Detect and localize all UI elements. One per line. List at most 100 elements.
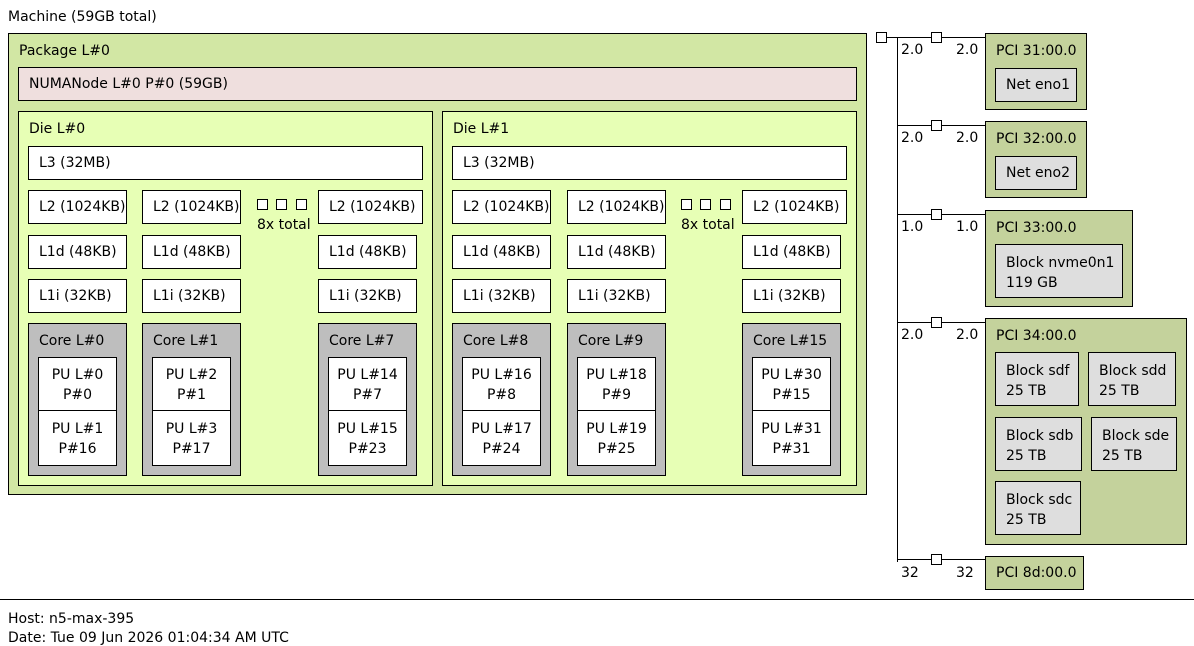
l1i-label: L1i (32KB) [153,288,226,304]
l1i-label: L1i (32KB) [753,288,826,304]
more-indicator-icon [276,199,287,210]
l1i-cache: L1i (32KB) [318,279,417,313]
core-label: Core L#9 [578,333,644,349]
l3-label: L3 (32MB) [39,155,111,171]
l1d-label: L1d (48KB) [463,244,541,260]
os-device-label: Block sdc [1006,492,1073,508]
l1d-cache: L1d (48KB) [452,235,551,269]
l2-cache: L2 (1024KB) [28,190,127,224]
link-speed: 1.0 [956,219,979,235]
pu-label: PU L#14 [337,367,398,383]
os-device-size: 119 GB [1006,275,1058,291]
pci-device: PCI 8d:00.0 [985,556,1084,590]
l1d-label: L1d (48KB) [753,244,831,260]
pu-physical: P#23 [348,441,387,457]
pu-label: PU L#30 [761,367,822,383]
link-speed: 2.0 [901,130,924,146]
os-device-label: Block sdf [1006,363,1070,379]
link-speed: 2.0 [956,327,979,343]
pu-physical: P#1 [176,387,207,403]
machine-label: Machine (59GB total) [8,9,157,25]
l2-cache: L2 (1024KB) [742,190,847,224]
pu-label: PU L#15 [337,421,398,437]
die-label: Die L#0 [29,121,86,137]
more-indicator-icon [720,199,731,210]
os-device: Block sdf 25 TB [995,352,1079,406]
os-device: Net eno1 [995,68,1077,102]
pci-label: PCI 32:00.0 [996,131,1077,147]
package-label: Package L#0 [19,43,110,59]
link-speed: 32 [901,565,919,581]
l1d-cache: L1d (48KB) [318,235,417,269]
l2-label: L2 (1024KB) [578,199,665,215]
l1i-cache: L1i (32KB) [742,279,841,313]
pu-physical: P#25 [597,441,636,457]
pu-label: PU L#3 [165,421,218,437]
link-speed: 1.0 [901,219,924,235]
l1i-cache: L1i (32KB) [567,279,666,313]
more-indicator-icon [296,199,307,210]
pu-label: PU L#19 [586,421,647,437]
pu-physical: P#15 [772,387,811,403]
os-device-label: Net eno1 [1006,77,1070,93]
l1d-label: L1d (48KB) [578,244,656,260]
core-label: Core L#8 [463,333,529,349]
bridge-icon [931,554,942,565]
l1d-cache: L1d (48KB) [567,235,666,269]
l2-label: L2 (1024KB) [153,199,240,215]
l1d-cache: L1d (48KB) [142,235,241,269]
l2-cache: L2 (1024KB) [452,190,551,224]
pu-label: PU L#1 [51,421,104,437]
l2-label: L2 (1024KB) [329,199,416,215]
l1i-label: L1i (32KB) [463,288,536,304]
link-speed: 32 [956,565,974,581]
bridge-icon [931,317,942,328]
pu-label: PU L#31 [761,421,822,437]
l2-label: L2 (1024KB) [463,199,550,215]
more-indicator-icon [700,199,711,210]
more-indicator-icon [681,199,692,210]
os-device: Net eno2 [995,156,1077,190]
os-device-size: 25 TB [1102,448,1143,464]
bridge-icon [931,32,942,43]
os-device-label: Block sde [1102,428,1170,444]
os-device: Block sdc 25 TB [995,481,1081,535]
l1i-cache: L1i (32KB) [452,279,551,313]
os-device: Block sde 25 TB [1091,417,1177,471]
pu-physical: P#8 [486,387,517,403]
pu-physical: P#31 [772,441,811,457]
os-device: Block sdd 25 TB [1088,352,1176,406]
more-indicator-icon [257,199,268,210]
os-device-size: 25 TB [1006,448,1047,464]
os-device-size: 25 TB [1006,383,1047,399]
link-speed: 2.0 [956,130,979,146]
more-count: 8x total [257,217,311,233]
core-label: Core L#15 [753,333,828,349]
os-device: Block sdb 25 TB [995,417,1082,471]
l3-cache: L3 (32MB) [28,146,423,180]
host-bridge-icon [876,32,887,43]
l1d-label: L1d (48KB) [329,244,407,260]
core-label: Core L#1 [153,333,219,349]
pu-physical: P#17 [172,441,211,457]
core-label: Core L#7 [329,333,395,349]
l1i-label: L1i (32KB) [578,288,651,304]
pu-physical: P#9 [601,387,632,403]
bridge-icon [931,120,942,131]
pu-label: PU L#17 [471,421,532,437]
pu-physical: P#7 [352,387,383,403]
l1d-cache: L1d (48KB) [742,235,841,269]
date-label: Date: Tue 09 Jun 2026 01:04:34 AM UTC [8,630,289,646]
bridge-icon [931,209,942,220]
l1d-label: L1d (48KB) [153,244,231,260]
l2-label: L2 (1024KB) [753,199,840,215]
numa-label: NUMANode L#0 P#0 (59GB) [29,76,228,92]
pci-label: PCI 31:00.0 [996,43,1077,59]
host-label: Host: n5-max-395 [8,611,135,627]
